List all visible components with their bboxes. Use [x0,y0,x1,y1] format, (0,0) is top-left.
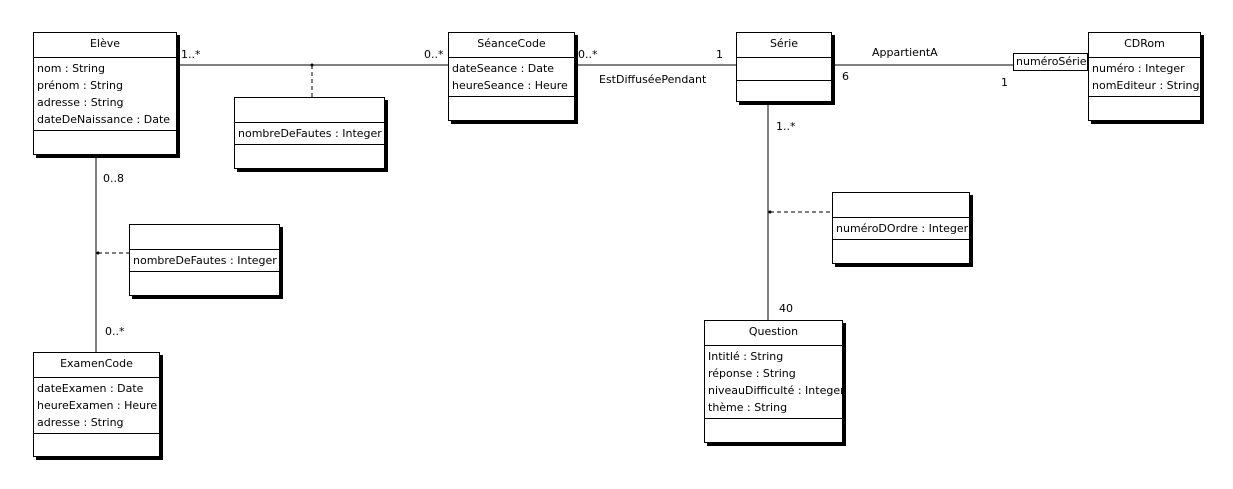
multiplicity-examen-from-eleve: 0..* [105,325,125,338]
attribute-list: Intitlé : String réponse : String niveau… [705,346,845,419]
class-seance-code[interactable]: SéanceCode dateSeance : Date heureSeance… [448,32,575,121]
operation-list [1089,97,1200,120]
class-examen-code[interactable]: ExamenCode dateExamen : Date heureExamen… [33,352,160,457]
association-class-serie-question[interactable]: numéroDOrdre : Integer [832,192,970,264]
qualifier-numero-serie: numéroSérie [1013,53,1088,71]
operation-list [737,81,831,101]
attribute: heureSeance : Heure [452,79,568,92]
attribute: Intitlé : String [708,350,784,363]
attribute-list: nombreDeFautes : Integer [130,250,279,272]
class-question[interactable]: Question Intitlé : String réponse : Stri… [704,320,845,443]
association-class-eleve-seance[interactable]: nombreDeFautes : Integer [234,97,385,169]
attribute-list: numéroDOrdre : Integer [833,218,969,240]
multiplicity-serie-from-seance: 1 [716,48,723,61]
multiplicity-serie-to-cdrom: 6 [842,70,849,83]
class-cdrom[interactable]: CDRom numéro : Integer nomEditeur : Stri… [1088,32,1201,121]
class-name: SéanceCode [449,33,574,58]
attribute: prénom : String [37,79,123,92]
multiplicity-eleve-to-examen: 0..8 [103,172,124,185]
attribute: heureExamen : Heure [37,399,158,412]
attribute-list: dateExamen : Date heureExamen : Heure ad… [34,378,159,434]
attribute: thème : String [708,401,788,414]
class-name [130,225,279,250]
multiplicity-eleve-to-seance: 1..* [181,48,201,61]
class-serie[interactable]: Série [736,32,832,102]
attribute: nom : String [37,62,105,75]
attribute: niveauDifficulté : Integer [708,384,845,397]
attribute: adresse : String [37,96,124,109]
class-name [833,193,969,218]
operation-list [449,97,574,120]
attribute-list: dateSeance : Date heureSeance : Heure [449,58,574,97]
attribute: nombreDeFautes : Integer [133,254,277,267]
attribute: dateSeance : Date [452,62,555,75]
attribute: dateExamen : Date [37,382,144,395]
association-name-appartient-a: AppartientA [872,46,938,59]
class-name: Question [705,321,842,346]
class-name: Série [737,33,831,58]
attribute-list: nom : String prénom : String adresse : S… [34,58,176,131]
multiplicity-cdrom-from-serie: 1 [1001,76,1008,89]
multiplicity-question-from-serie: 40 [779,302,793,315]
operation-list [235,145,384,168]
operation-list [705,419,842,442]
operation-list [130,272,279,295]
association-class-eleve-examen[interactable]: nombreDeFautes : Integer [129,224,280,296]
class-name: CDRom [1089,33,1200,58]
attribute: numéroDOrdre : Integer [836,222,969,235]
class-name: ExamenCode [34,353,159,378]
attribute: dateDeNaissance : Date [37,113,171,126]
attribute: nombreDeFautes : Integer [238,127,382,140]
operation-list [34,434,159,456]
attribute: adresse : String [37,416,124,429]
class-name [235,98,384,123]
operation-list [34,131,176,154]
multiplicity-seance-from-eleve: 0..* [424,48,444,61]
multiplicity-serie-to-question: 1..* [776,120,796,133]
attribute-list [737,58,831,81]
class-name: Elève [34,33,176,58]
attribute: numéro : Integer [1092,62,1185,75]
attribute-list: nombreDeFautes : Integer [235,123,384,145]
attribute: réponse : String [708,367,796,380]
class-eleve[interactable]: Elève nom : String prénom : String adres… [33,32,177,155]
attribute: nomEditeur : String [1092,79,1200,92]
attribute-list: numéro : Integer nomEditeur : String [1089,58,1200,97]
association-name-est-diffusee-pendant: EstDiffuséePendant [599,73,707,86]
operation-list [833,240,969,263]
multiplicity-seance-to-serie: 0..* [578,48,598,61]
